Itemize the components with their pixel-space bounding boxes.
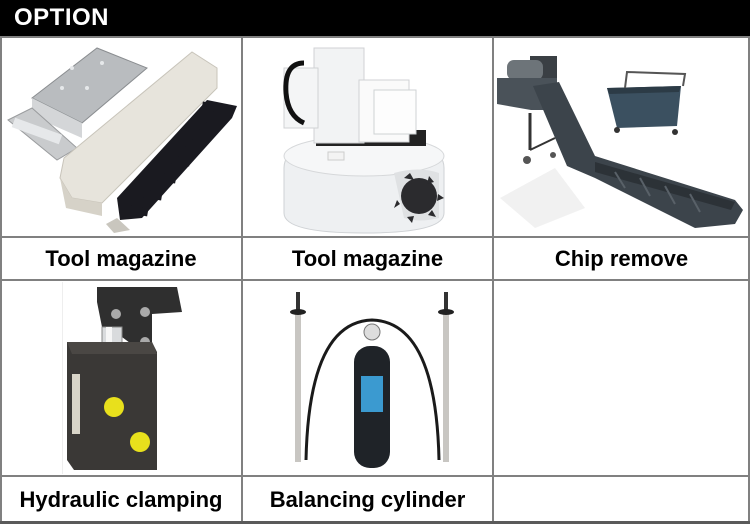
disc-tool-magazine-icon	[244, 38, 491, 235]
option-image-balancing-cylinder	[244, 282, 491, 474]
option-image-tool-magazine-arm	[2, 38, 240, 235]
page-title: OPTION	[14, 4, 110, 31]
option-label-cell: Hydraulic clamping	[2, 478, 240, 521]
hydraulic-clamp-icon	[2, 282, 240, 474]
option-image-hydraulic-clamping	[2, 282, 240, 474]
option-label: Balancing cylinder	[269, 486, 466, 512]
option-label-cell: Tool magazine	[2, 239, 240, 278]
grid-divider	[0, 279, 750, 281]
grid-divider	[0, 236, 750, 238]
options-grid: Tool magazine Tool magazine Chip remove	[0, 36, 750, 525]
option-image-chip-remove	[495, 38, 748, 235]
empty-image-cell	[495, 282, 748, 474]
grid-border-top	[0, 36, 750, 38]
option-image-tool-magazine-disc	[244, 38, 491, 235]
balancing-cylinder-icon	[244, 282, 491, 474]
empty-label-cell	[495, 478, 748, 521]
option-label: Hydraulic clamping	[19, 486, 223, 512]
option-label: Tool magazine	[291, 245, 444, 271]
chip-conveyor-icon	[495, 38, 748, 235]
option-label: Chip remove	[554, 245, 689, 271]
option-label-cell: Chip remove	[495, 239, 748, 278]
option-label-cell: Tool magazine	[244, 239, 491, 278]
arm-tool-magazine-icon	[2, 38, 240, 235]
option-label-cell: Balancing cylinder	[244, 478, 491, 521]
header-bar: OPTION	[0, 0, 750, 36]
grid-divider	[0, 475, 750, 477]
option-label: Tool magazine	[45, 245, 197, 271]
grid-border-bottom	[0, 521, 750, 524]
